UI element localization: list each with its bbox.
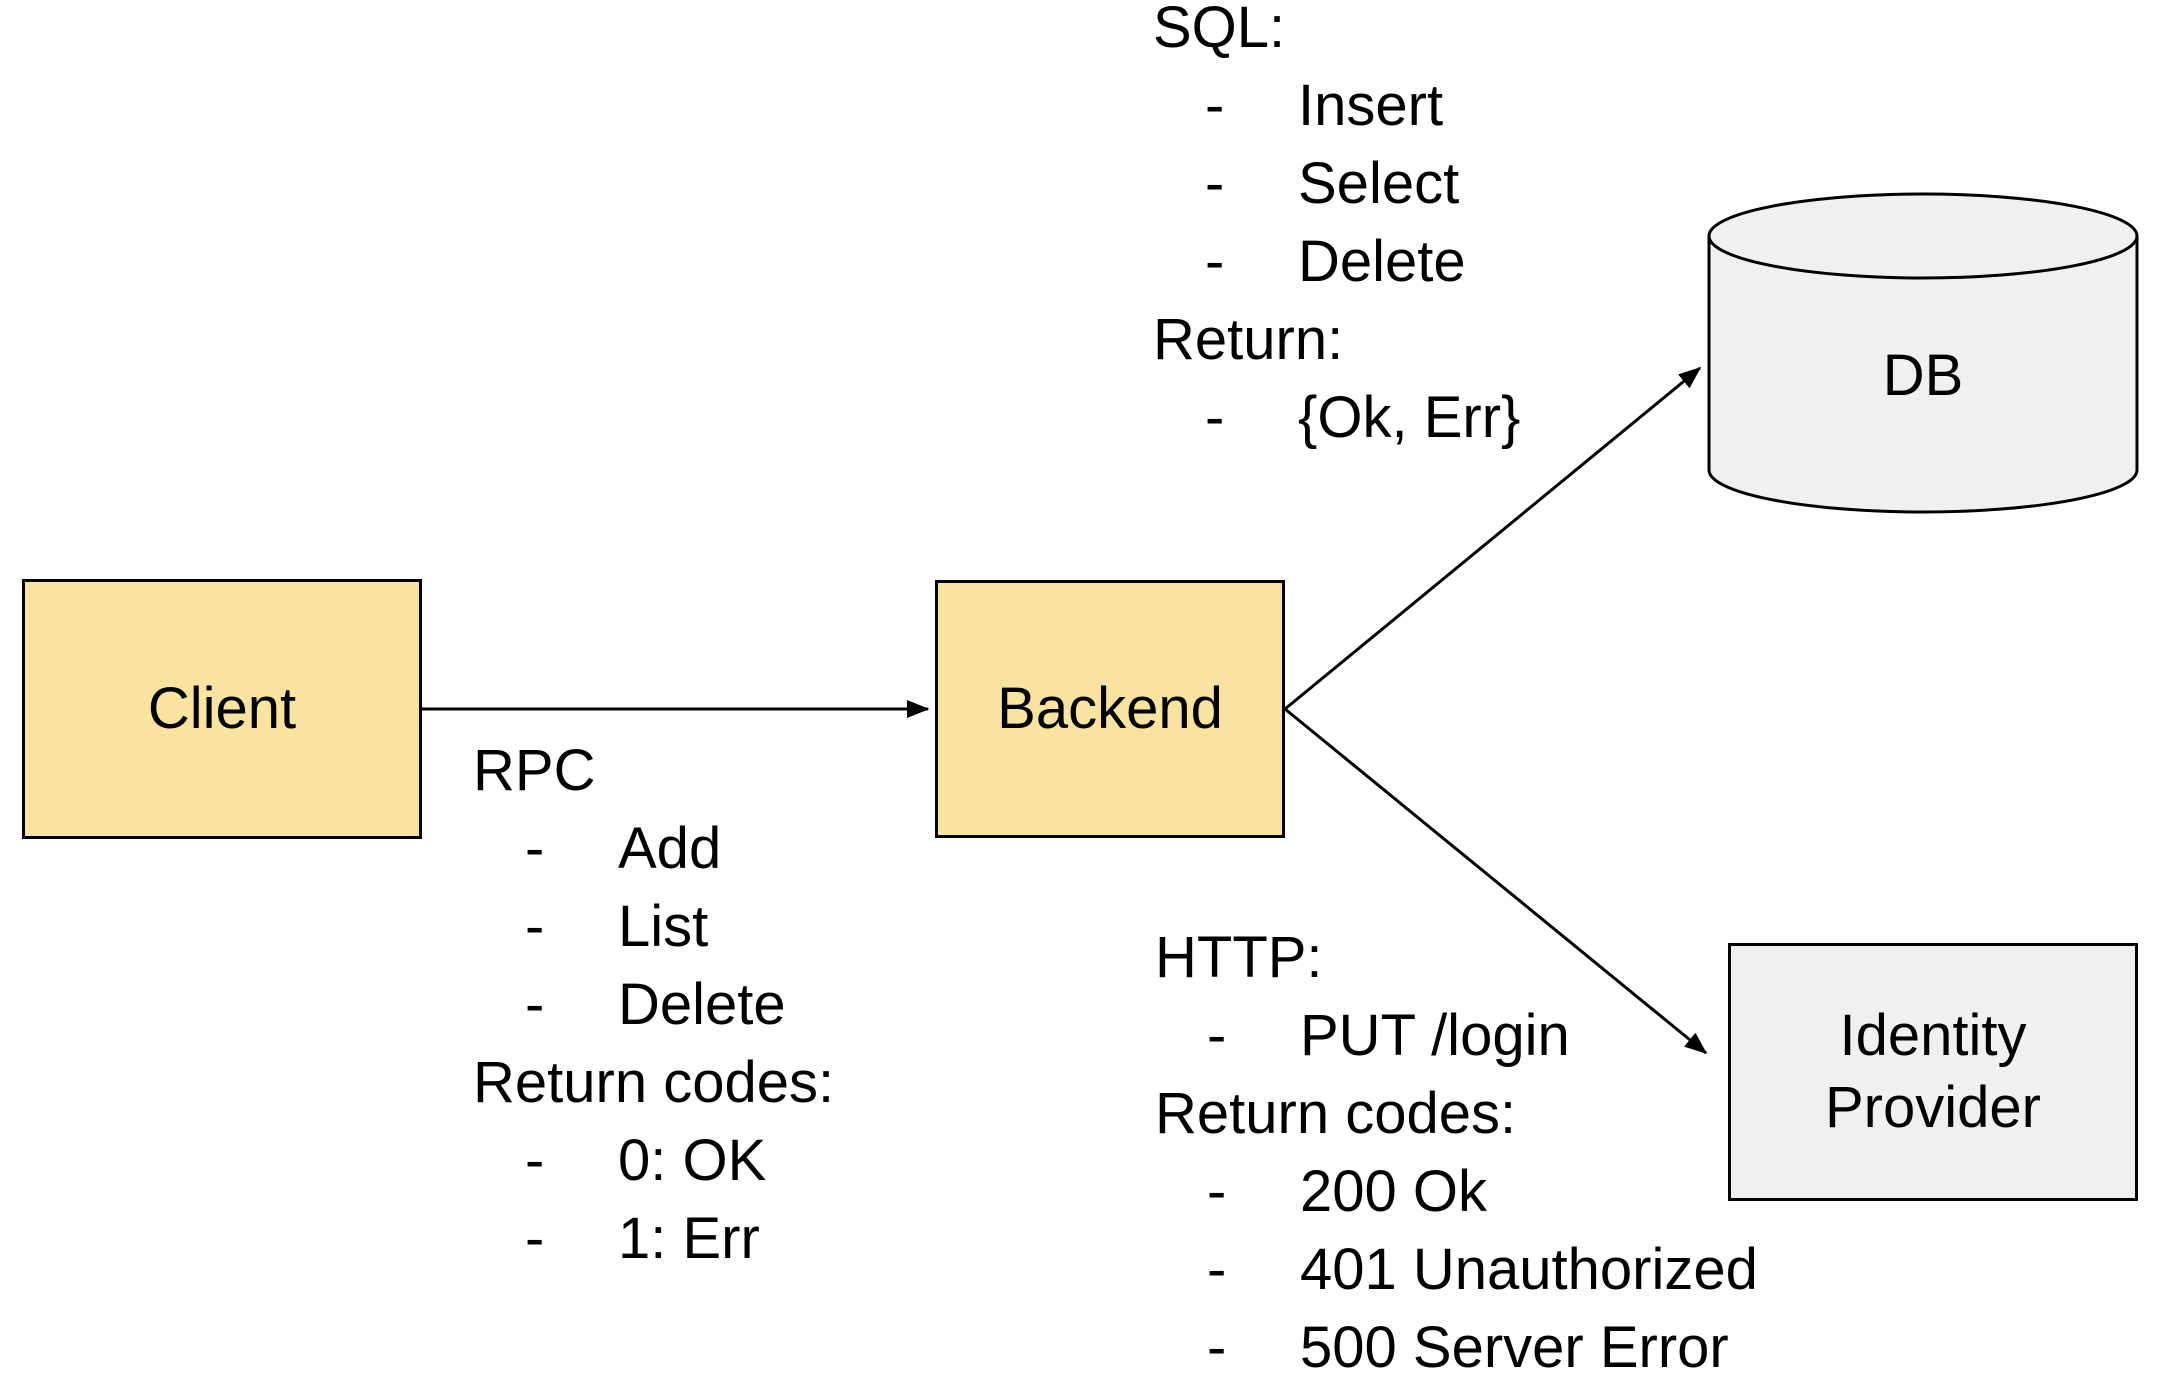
note-bullet-item: - 200 Ok xyxy=(1155,1153,1758,1231)
edge-note-http: HTTP: -PUT /login Return codes: -200 Ok … xyxy=(1155,919,1758,1387)
db-cylinder-body xyxy=(1707,236,2139,514)
note-subtitle: Return: xyxy=(1153,307,1344,372)
arrow-backend-to-db xyxy=(1284,366,1702,711)
note-item-text: 0: OK xyxy=(618,1128,767,1193)
bullet-dash: - xyxy=(1205,229,1225,294)
note-bullet-item: - 1: Err xyxy=(473,1200,834,1278)
note-bullet-item: - Delete xyxy=(1153,223,1520,301)
note-bullet-item: - Add xyxy=(473,810,834,888)
note-title: HTTP: xyxy=(1155,925,1323,990)
node-backend: Backend xyxy=(935,580,1285,838)
note-bullet-item: - 500 Server Error xyxy=(1155,1309,1758,1387)
note-item-text: 200 Ok xyxy=(1300,1159,1487,1224)
note-subtitle: Return codes: xyxy=(473,1050,835,1115)
note-item-text: 500 Server Error xyxy=(1300,1315,1729,1380)
note-item-text: Delete xyxy=(618,972,786,1037)
note-subtitle: Return codes: xyxy=(1155,1081,1517,1146)
note-bullet-item: - Insert xyxy=(1153,67,1520,145)
bullet-dash: - xyxy=(1207,1003,1227,1068)
arrow-backend-to-identity-provider xyxy=(1284,707,1708,1055)
edge-note-rpc: RPC - Add - List - Delete Return codes: - 0:… xyxy=(473,732,834,1278)
bullet-dash: - xyxy=(1205,73,1225,138)
note-bullet-item: - List xyxy=(473,888,834,966)
note-bullet-item: - Delete xyxy=(473,966,834,1044)
note-bullet-item: - 0: OK xyxy=(473,1122,834,1200)
node-db: DB xyxy=(1709,300,2137,450)
note-item-text: {Ok, Err} xyxy=(1298,385,1521,450)
note-bullet-item: - 401 Unauthorized xyxy=(1155,1231,1758,1309)
note-bullet-item: - {Ok, Err} xyxy=(1153,379,1520,457)
note-title: SQL: xyxy=(1153,0,1286,60)
note-item-text: Insert xyxy=(1298,73,1444,138)
note-bullet-item: - PUT /login xyxy=(1155,997,1758,1075)
note-item-text: Delete xyxy=(1298,229,1466,294)
node-backend-label: Backend xyxy=(997,676,1223,741)
bullet-dash: - xyxy=(525,1128,545,1193)
node-client-label: Client xyxy=(147,676,297,741)
node-identity-provider: Identity Provider xyxy=(1728,943,2138,1201)
bullet-dash: - xyxy=(525,1206,545,1271)
bullet-dash: - xyxy=(1205,385,1225,450)
node-identity-provider-label-line2: Provider xyxy=(1825,1075,2041,1140)
bullet-dash: - xyxy=(1207,1315,1227,1380)
bullet-dash: - xyxy=(1207,1237,1227,1302)
bullet-dash: - xyxy=(1205,151,1225,216)
edge-note-sql: SQL: - Insert - Select - Delete Return: - {O… xyxy=(1153,0,1520,457)
note-item-text: 401 Unauthorized xyxy=(1300,1237,1758,1302)
bullet-dash: - xyxy=(1207,1159,1227,1224)
note-item-text: List xyxy=(618,894,709,959)
bullet-dash: - xyxy=(525,894,545,959)
db-cylinder-top xyxy=(1707,192,2139,280)
bullet-dash: - xyxy=(525,816,545,881)
note-item-text: Select xyxy=(1298,151,1460,216)
note-item-text: Add xyxy=(618,816,722,881)
node-db-label: DB xyxy=(1882,342,1964,408)
node-identity-provider-label-line1: Identity xyxy=(1839,1003,2027,1068)
note-bullet-item: - Select xyxy=(1153,145,1520,223)
note-title: RPC xyxy=(473,738,596,803)
db-cylinder-shape xyxy=(1707,192,2139,514)
note-item-text: PUT /login xyxy=(1300,1003,1570,1068)
node-client: Client xyxy=(22,579,422,839)
note-item-text: 1: Err xyxy=(618,1206,760,1271)
bullet-dash: - xyxy=(525,972,545,1037)
